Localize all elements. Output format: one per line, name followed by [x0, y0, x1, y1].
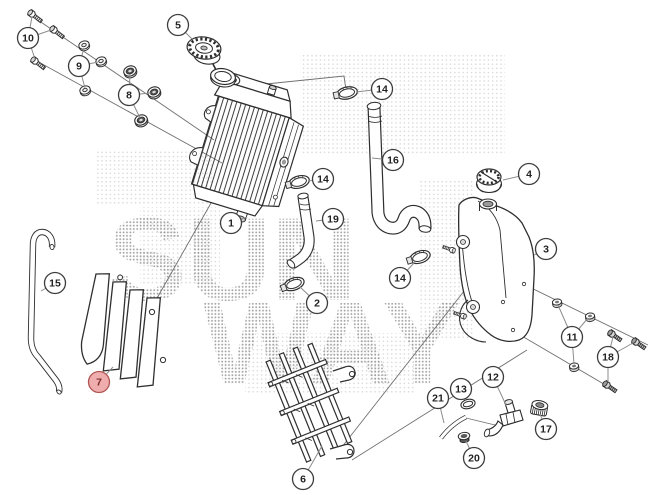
- svg-text:13: 13: [455, 384, 467, 396]
- svg-text:10: 10: [22, 33, 34, 45]
- svg-text:21: 21: [432, 393, 444, 405]
- callout-18[interactable]: 18: [596, 336, 634, 382]
- callout-6[interactable]: 6: [291, 445, 323, 491]
- part-radiator-cap-5: [186, 36, 222, 71]
- callout-14[interactable]: 14: [307, 167, 335, 191]
- callout-5[interactable]: 5: [166, 13, 193, 40]
- part-vent-hose-21: [439, 414, 468, 440]
- callout-11[interactable]: 11: [557, 304, 589, 365]
- callout-7[interactable]: 7: [87, 366, 114, 394]
- part-reservoir-cap-4: [475, 168, 503, 194]
- guard-hook-upper: [332, 365, 356, 383]
- svg-text:1: 1: [228, 218, 234, 230]
- svg-text:14: 14: [376, 84, 388, 96]
- svg-text:12: 12: [487, 372, 499, 384]
- svg-text:5: 5: [175, 20, 181, 32]
- callout-20[interactable]: 20: [462, 440, 486, 470]
- svg-text:2: 2: [314, 298, 320, 310]
- callout-1[interactable]: 1: [219, 211, 248, 235]
- svg-text:15: 15: [49, 278, 61, 290]
- part-elbow-hose-19: [286, 192, 315, 269]
- callout-13[interactable]: 13: [449, 377, 473, 402]
- part-radiator-louvers-7: [80, 273, 167, 388]
- svg-text:6: 6: [300, 474, 306, 486]
- callout-9[interactable]: 9: [67, 47, 99, 89]
- svg-text:7: 7: [96, 377, 102, 389]
- part-reservoir-tank-3: [441, 196, 535, 343]
- callout-12[interactable]: 12: [481, 365, 507, 406]
- part-radiator-1: [189, 71, 305, 223]
- svg-text:14: 14: [394, 273, 406, 285]
- callout-17[interactable]: 17: [534, 413, 558, 441]
- svg-text:19: 19: [327, 214, 339, 226]
- part-radiator-hose-16: [366, 101, 432, 235]
- callout-14[interactable]: 14: [388, 261, 416, 290]
- svg-text:18: 18: [602, 352, 614, 364]
- part-overflow-hose-15: [27, 228, 63, 395]
- svg-text:8: 8: [126, 90, 132, 102]
- svg-text:14: 14: [317, 174, 329, 186]
- callout-3[interactable]: 3: [533, 237, 558, 261]
- callout-15[interactable]: 15: [40, 271, 67, 295]
- callout-2[interactable]: 2: [299, 286, 329, 315]
- watermark: SUN WAY: [107, 194, 461, 410]
- callout-19[interactable]: 19: [315, 207, 345, 231]
- callout-16[interactable]: 16: [371, 148, 405, 172]
- part-radiator-guard-6: [265, 342, 356, 463]
- svg-text:11: 11: [566, 332, 577, 344]
- guard-hook-lower: [329, 443, 355, 460]
- callout-21[interactable]: 21: [426, 386, 450, 424]
- svg-text:17: 17: [540, 424, 552, 436]
- svg-text:3: 3: [543, 244, 549, 256]
- callout-4[interactable]: 4: [502, 162, 541, 186]
- watermark-line2: WAY: [203, 278, 461, 410]
- svg-text:9: 9: [76, 61, 82, 73]
- svg-text:16: 16: [387, 155, 399, 167]
- callout-8[interactable]: 8: [117, 73, 152, 119]
- svg-text:4: 4: [526, 169, 532, 181]
- callout-14[interactable]: 14: [355, 77, 394, 101]
- svg-text:20: 20: [468, 453, 480, 465]
- callout-10[interactable]: 10: [16, 16, 52, 60]
- part-filler-gasket: [210, 67, 236, 88]
- part-drain-fitting-12: [483, 399, 524, 438]
